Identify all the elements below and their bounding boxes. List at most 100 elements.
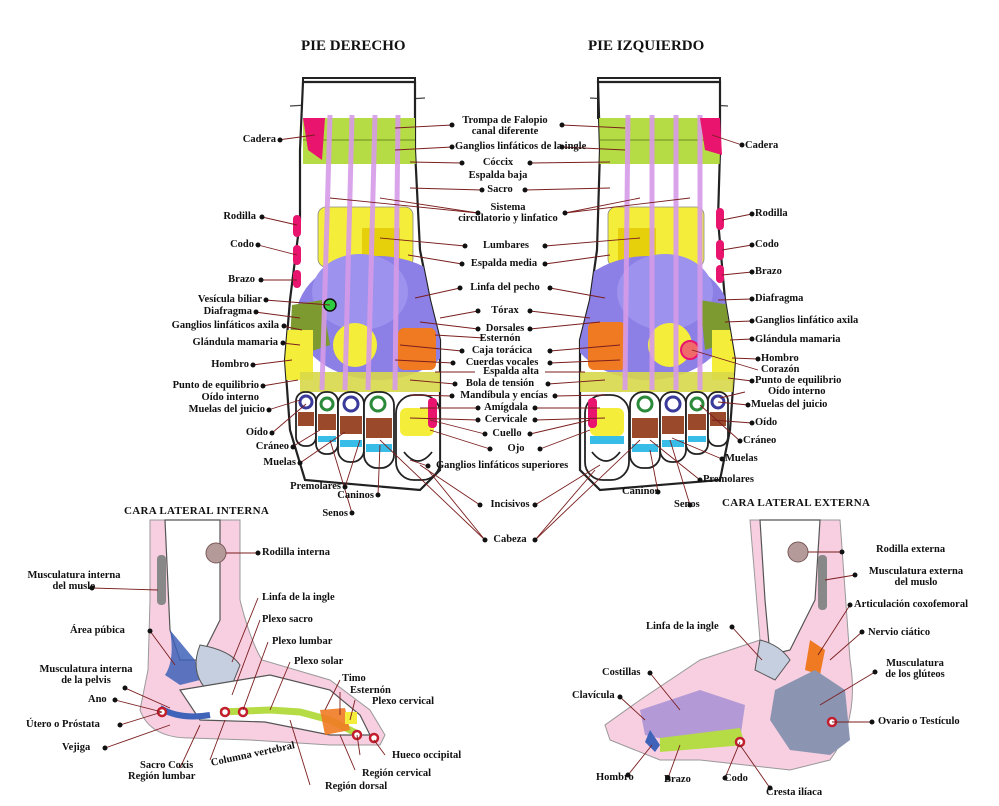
inner-knee-zone — [205, 542, 227, 564]
label-r-diafragma: Diafragma — [203, 306, 252, 317]
right-hip-zone — [303, 118, 325, 160]
label-r-premolares: Premolares — [290, 481, 341, 492]
label-in-timo: Timo — [342, 673, 366, 684]
label-in-plexo-solar: Plexo solar — [294, 656, 344, 667]
label-l-rodilla: Rodilla — [755, 208, 788, 219]
label-in-musc-pelvis-2: de la pelvis — [61, 675, 111, 686]
label-in-sacro-coxis: Sacro Coxis — [140, 760, 194, 771]
label-out-musc-gluteos-2: de los glúteos — [885, 669, 945, 680]
label-r-oido: Oído — [245, 427, 268, 438]
left-hip-zone — [700, 118, 722, 155]
label-bullets — [89, 122, 878, 791]
label-out-ovario: Ovario o Testículo — [878, 716, 960, 727]
outer-thigh-muscle-bar — [818, 555, 827, 610]
label-r-codo: Codo — [230, 239, 254, 250]
label-c-sistema: Sistema — [490, 202, 526, 213]
left-toe-zones — [588, 394, 726, 462]
label-c-lumbares: Lumbares — [483, 240, 529, 251]
label-in-musc-muslo-2: del muslo — [52, 581, 96, 592]
label-c-dorsales: Dorsales — [485, 323, 525, 334]
label-c-circulatorio: circulatorio y linfatico — [458, 213, 558, 224]
label-l-glandula: Glándula mamaria — [755, 334, 841, 345]
label-l-craneo: Cráneo — [743, 435, 777, 446]
label-r-cadera: Cadera — [242, 134, 276, 145]
label-out-rodilla: Rodilla externa — [876, 544, 946, 555]
label-out-linfa-ingle: Linfa de la ingle — [646, 621, 719, 632]
right-foot — [283, 77, 442, 492]
label-c-cuerdas: Cuerdas vocales — [465, 357, 539, 368]
label-r-ganglios-axila: Ganglios linfáticos axila — [171, 320, 279, 331]
label-r-muelas-juicio: Muelas del juicio — [188, 404, 265, 415]
label-c-ganglios-ingle: Ganglios linfáticos de la ingle — [455, 141, 587, 152]
label-r-hombro: Hombro — [211, 359, 249, 370]
label-l-diafragma: Diafragma — [755, 293, 804, 304]
label-c-cuello: Cuello — [492, 428, 522, 439]
label-l-corazon: Corazón — [761, 364, 800, 375]
label-r-muelas: Muelas — [263, 457, 296, 468]
label-c-ojo: Ojo — [507, 443, 525, 454]
label-l-ganglio-axila: Ganglios linfático axila — [755, 315, 859, 326]
label-r-rodilla: Rodilla — [223, 211, 256, 222]
label-c-cabeza: Cabeza — [493, 534, 527, 545]
left-circulation-lines — [622, 114, 703, 391]
label-c-coccix: Cóccix — [482, 157, 514, 168]
leader-lines — [251, 124, 759, 541]
label-c-linfa-pecho: Linfa del pecho — [470, 282, 540, 293]
label-l-codo: Codo — [755, 239, 779, 250]
outer-knee-zone — [787, 541, 809, 563]
left-lung-circle — [648, 323, 692, 367]
label-c-espalda-baja: Espalda baja — [468, 170, 528, 181]
label-c-caja: Caja torácica — [471, 345, 533, 356]
label-l-brazo: Brazo — [755, 266, 782, 277]
label-c-mandibula: Mandíbula y encías — [460, 390, 548, 401]
label-c-incisivos: Incisivos — [490, 499, 530, 510]
label-in-esternon: Esternón — [350, 685, 391, 696]
label-r-senos: Senos — [322, 508, 348, 519]
label-in-plexo-cervical: Plexo cervical — [372, 696, 435, 707]
label-in-plexo-lumbar: Plexo lumbar — [272, 636, 333, 647]
heart-zone — [680, 340, 700, 360]
inner-thigh-muscle-bar — [157, 555, 166, 605]
label-in-musc-muslo-1: Musculatura interna — [27, 570, 121, 581]
right-toe-zones — [298, 394, 437, 462]
outer-lateral-foot — [604, 519, 853, 771]
label-out-clavicula: Clavícula — [572, 690, 615, 701]
right-foot-title: PIE DERECHO — [301, 38, 406, 54]
label-c-sacro: Sacro — [487, 184, 513, 195]
label-l-oido-interno: Oído interno — [768, 386, 826, 397]
label-in-hueco: Hueco occipital — [392, 750, 462, 761]
label-l-hombro: Hombro — [761, 353, 799, 364]
label-out-musc-muslo-1: Musculatura externa — [868, 566, 964, 577]
label-c-bola: Bola de tensión — [465, 378, 535, 389]
gluteus-zone — [770, 670, 850, 755]
right-circulation-lines — [319, 114, 401, 391]
label-in-region-lumbar: Región lumbar — [128, 771, 196, 782]
label-out-musc-muslo-2: del muslo — [894, 577, 938, 588]
label-c-espalda-alta: Espalda alta — [483, 366, 539, 377]
label-out-nervio: Nervio ciático — [868, 627, 931, 638]
label-l-oido: Oído — [755, 417, 778, 428]
label-in-musc-pelvis-1: Musculatura interna — [39, 664, 133, 675]
label-c-torax: Tórax — [491, 305, 519, 316]
label-c-cervicale: Cervicale — [484, 414, 528, 425]
label-out-articulacion: Articulación coxofemoral — [854, 599, 969, 610]
left-foot-title: PIE IZQUIERDO — [588, 38, 705, 54]
label-out-codo: Codo — [724, 773, 748, 784]
label-out-costillas: Costillas — [602, 667, 641, 678]
label-c-esternon: Esternón — [479, 333, 521, 344]
label-l-senos: Senos — [674, 499, 700, 510]
bottom-leader-lines — [91, 551, 876, 789]
label-r-craneo: Cráneo — [255, 441, 289, 452]
label-r-punto: Punto de equilibrio — [172, 380, 259, 391]
right-shoulder-zone — [398, 328, 436, 370]
label-r-glandula: Glándula mamaria — [192, 337, 278, 348]
label-c-canal: canal diferente — [471, 126, 539, 137]
label-r-oido-interno: Oído interno — [201, 392, 259, 403]
label-in-region-dorsal: Región dorsal — [325, 781, 388, 792]
inner-side-title: CARA LATERAL INTERNA — [124, 505, 270, 517]
label-in-linfa-ingle: Linfa de la ingle — [262, 592, 335, 603]
label-l-caninos: Caninos — [622, 486, 659, 497]
label-c-trompa: Trompa de Falopio — [462, 115, 548, 126]
